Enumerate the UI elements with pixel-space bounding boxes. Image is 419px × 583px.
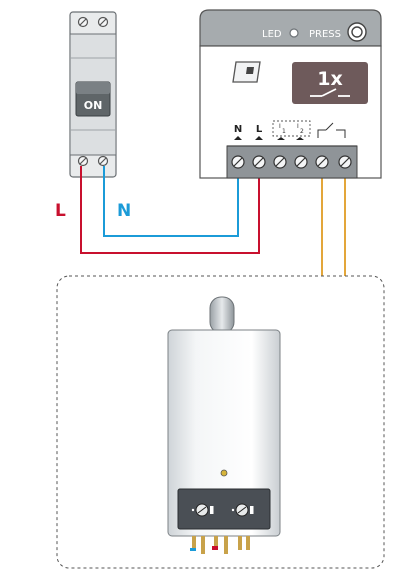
svg-text:I: I (297, 123, 299, 130)
screw-icon (77, 16, 89, 28)
boiler-control-panel (177, 488, 271, 530)
boiler (167, 296, 281, 554)
led-label: LED (262, 29, 282, 40)
screw-icon (97, 16, 109, 28)
boiler-pipes (190, 536, 250, 554)
input-terminals-group: I 1 I 2 (272, 120, 311, 140)
switch-symbol-icon (310, 88, 350, 97)
terminal-i2-label: 2 (300, 128, 304, 135)
screw-icon (294, 155, 308, 169)
screw-icon (338, 155, 352, 169)
screw-icon (231, 155, 245, 169)
press-button[interactable] (347, 22, 367, 42)
mode-badge-label: 1x (317, 68, 342, 90)
live-wire (80, 166, 260, 254)
screw-icon (252, 155, 266, 169)
flue-pipe (209, 296, 235, 334)
screw-icon (273, 155, 287, 169)
relay-contact-icon (317, 122, 346, 138)
breaker-toggle[interactable]: ON (75, 81, 111, 117)
svg-text:I: I (279, 123, 281, 130)
terminal-n-label: N (234, 124, 242, 135)
wires (80, 166, 346, 276)
screw-icon (77, 155, 89, 167)
brand-logo-icon (232, 61, 261, 83)
terminal-l-label: L (256, 124, 263, 135)
boiler-knob-right[interactable] (231, 503, 254, 517)
relay-module: LED PRESS 1x N L I (199, 9, 382, 179)
screw-icon (315, 155, 329, 169)
neutral-wire (103, 166, 239, 237)
screw-icon (97, 155, 109, 167)
circuit-breaker: ON (69, 11, 117, 178)
terminal-i1-label: 1 (282, 128, 286, 135)
breaker-on-label: ON (84, 99, 103, 112)
press-label: PRESS (309, 29, 341, 40)
led-icon (289, 28, 299, 38)
boiler-indicator-icon (220, 469, 228, 477)
live-label: L (55, 201, 66, 221)
mode-badge: 1x (292, 62, 368, 104)
neutral-label: N (117, 201, 131, 221)
terminal-screws (231, 155, 352, 169)
boiler-area-outline (56, 275, 385, 569)
boiler-knob-left[interactable] (191, 503, 214, 517)
